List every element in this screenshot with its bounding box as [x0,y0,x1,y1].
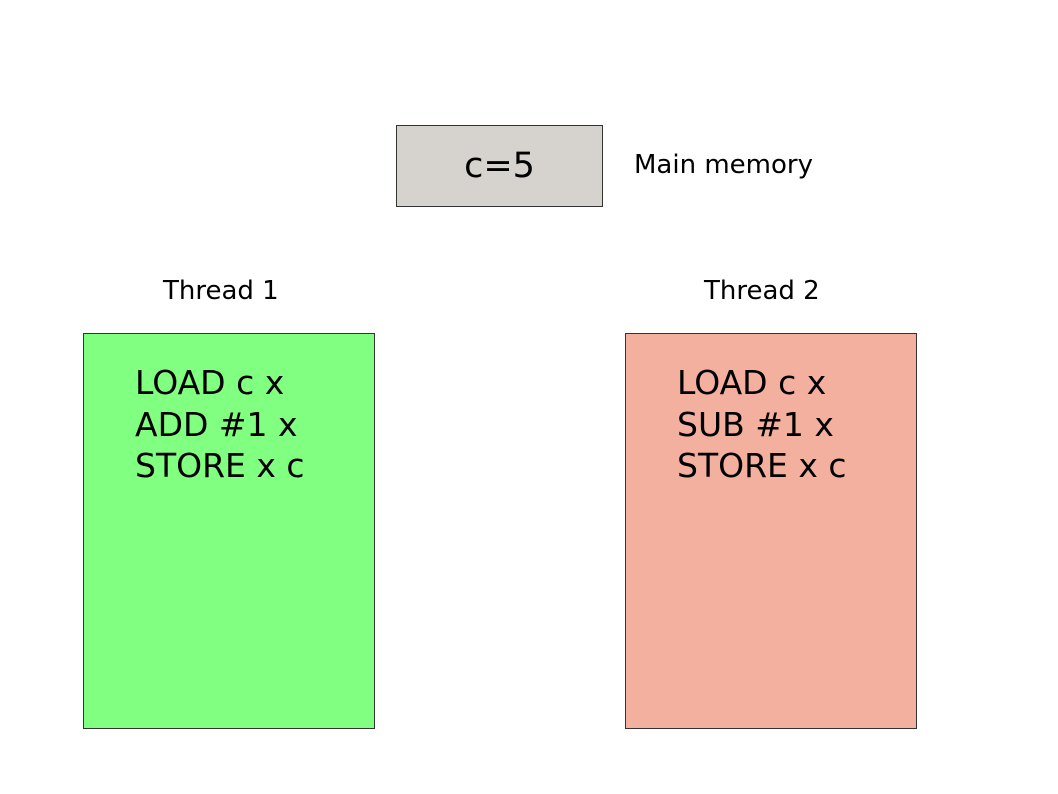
thread-1-box: LOAD c x ADD #1 x STORE x c [83,333,375,729]
thread-1-label: Thread 1 [163,276,279,306]
main-memory-label: Main memory [634,150,813,180]
thread-2-box: LOAD c x SUB #1 x STORE x c [625,333,917,729]
instruction-line: STORE x c [135,446,305,485]
instruction-line: STORE x c [677,446,847,485]
main-memory-box: c=5 [396,125,603,207]
thread-2-instructions: LOAD c x SUB #1 x STORE x c [677,362,847,487]
thread-1-instructions: LOAD c x ADD #1 x STORE x c [135,362,305,487]
instruction-line: LOAD c x [135,363,285,402]
instruction-line: LOAD c x [677,363,827,402]
instruction-line: SUB #1 x [677,404,834,444]
thread-2-label: Thread 2 [704,276,820,306]
memory-value: c=5 [464,146,535,186]
instruction-line: ADD #1 x [135,404,298,444]
